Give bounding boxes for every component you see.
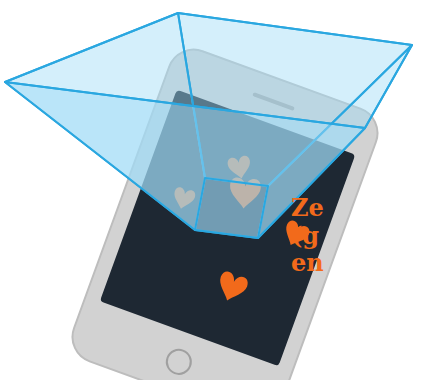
hologram-pyramid xyxy=(5,13,412,238)
home-button xyxy=(163,346,194,377)
caption-fragment: en xyxy=(291,250,324,276)
caption-fragment: Ze xyxy=(291,195,324,221)
caption-fragment: (g xyxy=(291,223,319,249)
